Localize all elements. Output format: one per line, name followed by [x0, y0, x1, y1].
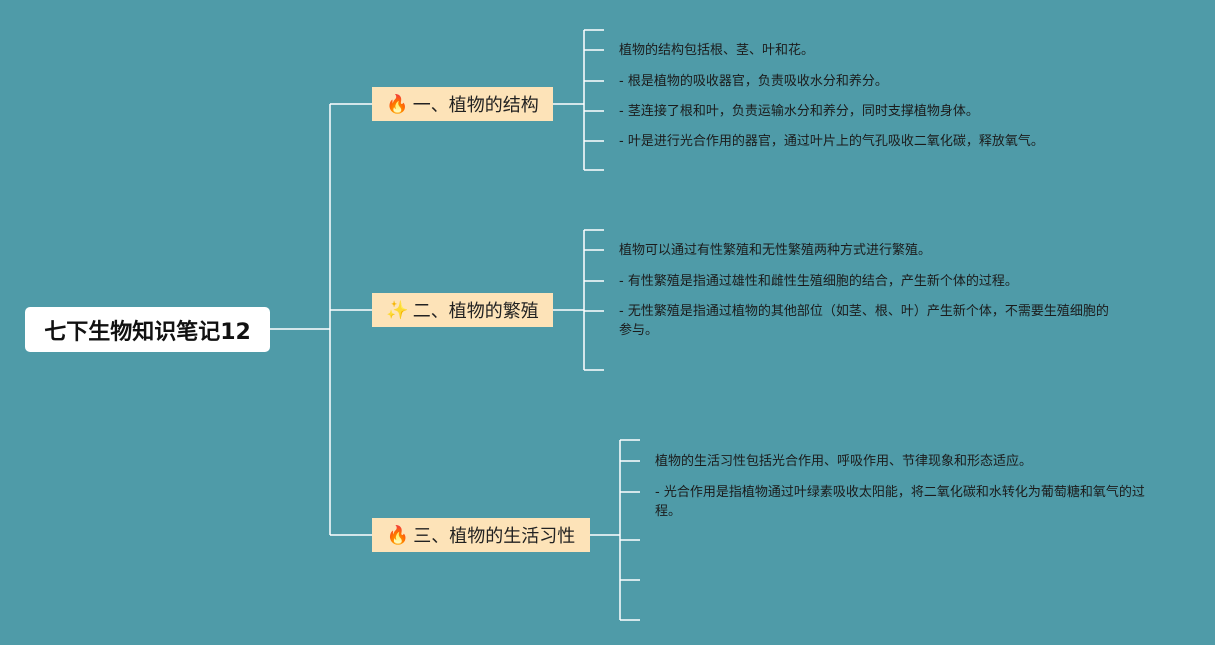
- root-title: 七下生物知识笔记12: [44, 319, 251, 345]
- branch-plant-reproduction[interactable]: ✨ 二、植物的繁殖: [372, 293, 553, 327]
- leaf-ticks-3: [620, 439, 640, 621]
- leaf-item[interactable]: 植物的结构包括根、茎、叶和花。: [619, 43, 815, 58]
- leaf-item[interactable]: - 光合作用是指植物通过叶绿素吸收太阳能，将二氧化碳和水转化为葡萄糖和氧气的过程…: [655, 485, 1145, 519]
- branch-label: 三、植物的生活习性: [413, 526, 576, 547]
- leaf-item[interactable]: - 有性繁殖是指通过雄性和雌性生殖细胞的结合，产生新个体的过程。: [619, 274, 1018, 289]
- leaf-ticks-2: [584, 229, 604, 371]
- leaf-item[interactable]: 植物的生活习性包括光合作用、呼吸作用、节律现象和形态适应。: [655, 454, 1033, 469]
- leaf-item[interactable]: - 无性繁殖是指通过植物的其他部位（如茎、根、叶）产生新个体，不需要生殖细胞的参…: [619, 304, 1109, 338]
- branch-label: 二、植物的繁殖: [412, 301, 539, 322]
- leaf-item[interactable]: - 根是植物的吸收器官，负责吸收水分和养分。: [619, 74, 888, 89]
- fire-icon: 🔥: [386, 524, 410, 546]
- root-topic[interactable]: 七下生物知识笔记12: [25, 307, 270, 352]
- leaf-ticks-1: [584, 29, 604, 171]
- branch-plant-habits[interactable]: 🔥 三、植物的生活习性: [372, 518, 590, 552]
- branch-label: 一、植物的结构: [412, 95, 539, 116]
- leaf-item[interactable]: - 叶是进行光合作用的器官，通过叶片上的气孔吸收二氧化碳，释放氧气。: [619, 134, 1044, 149]
- branch-plant-structure[interactable]: 🔥 一、植物的结构: [372, 87, 553, 121]
- leaf-item[interactable]: - 茎连接了根和叶，负责运输水分和养分，同时支撑植物身体。: [619, 104, 979, 119]
- fire-icon: 🔥: [386, 93, 409, 115]
- leaf-item[interactable]: 植物可以通过有性繁殖和无性繁殖两种方式进行繁殖。: [619, 243, 932, 258]
- sparkle-icon: ✨: [386, 299, 409, 321]
